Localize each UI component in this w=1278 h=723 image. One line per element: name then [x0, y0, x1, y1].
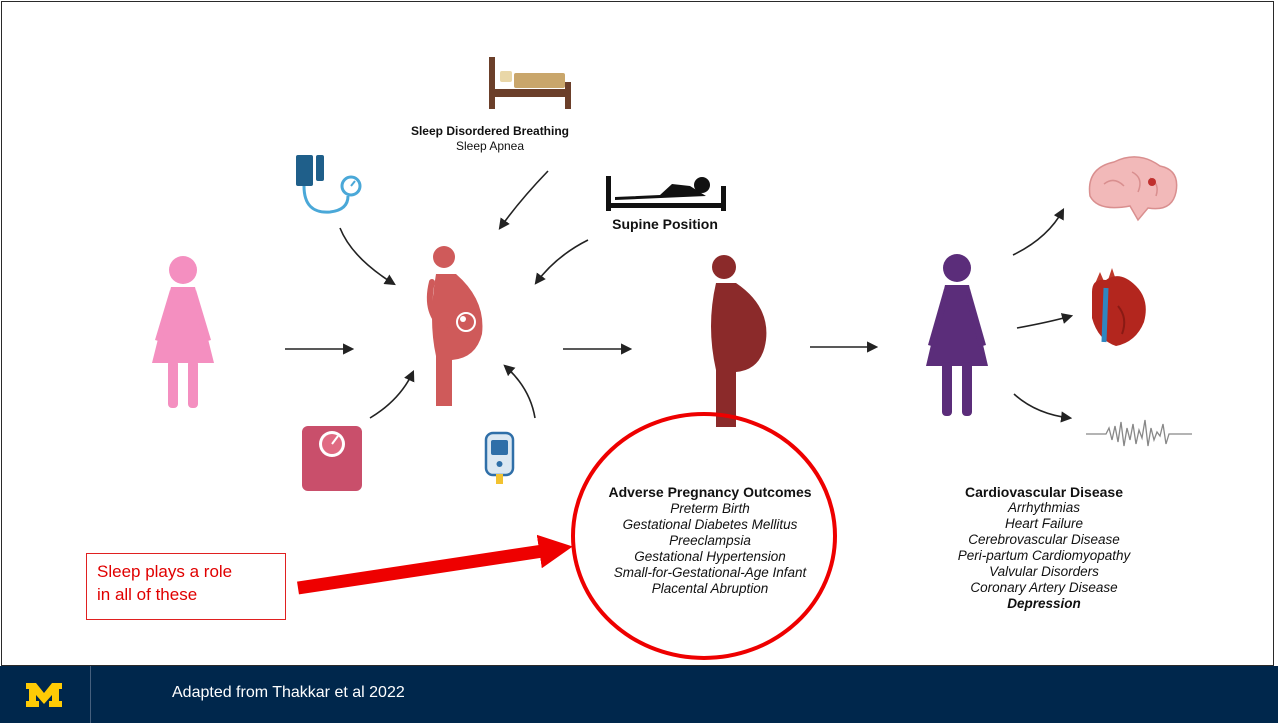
weight-scale-icon — [302, 426, 362, 491]
ecg-waveform-icon — [1086, 419, 1192, 447]
apo-item: Placental Abruption — [651, 581, 769, 596]
apo-item: Gestational Hypertension — [634, 549, 786, 564]
sdb-title: Sleep Disordered Breathing — [410, 124, 570, 138]
apo-item: Preterm Birth — [670, 501, 750, 516]
apo-item: Preeclampsia — [669, 533, 751, 548]
blood-pressure-cuff-icon — [296, 155, 362, 214]
pregnant-figure-late — [711, 255, 767, 427]
cvd-item: Valvular Disorders — [989, 564, 1099, 579]
woman-figure-purple — [926, 254, 988, 416]
arrow-purple-to-heart — [1016, 313, 1074, 329]
adverse-pregnancy-outcomes: Adverse Pregnancy Outcomes Preterm Birth… — [590, 484, 830, 597]
arrow-glucose-to-pregnant — [503, 364, 536, 419]
diagram-canvas — [152, 57, 1192, 660]
arrow-purple-to-ecg — [1013, 393, 1073, 423]
apo-item: Small-for-Gestational-Age Infant — [613, 565, 807, 580]
callout-arrow — [297, 534, 573, 595]
sdb-subtitle: Sleep Apnea — [455, 139, 525, 153]
pregnant-figure-early — [426, 246, 483, 406]
cardiovascular-disease: Cardiovascular Disease Arrhythmias Heart… — [924, 484, 1164, 612]
callout-box: Sleep plays a role in all of these — [86, 553, 286, 620]
brain-icon — [1088, 156, 1178, 222]
footer-bar: Adapted from Thakkar et al 2022 — [0, 666, 1278, 723]
arrow-bed-to-pregnant — [498, 170, 549, 230]
apo-item: Gestational Diabetes Mellitus — [622, 517, 798, 532]
arrow-supine-to-pregnant — [534, 239, 589, 285]
cvd-item: Coronary Artery Disease — [970, 580, 1118, 595]
footer-divider — [90, 666, 91, 723]
supine-sleeper-icon — [606, 176, 726, 211]
woman-figure-pink — [152, 256, 214, 408]
apo-title: Adverse Pregnancy Outcomes — [608, 484, 812, 500]
cvd-item: Cerebrovascular Disease — [968, 532, 1120, 547]
cvd-item: Arrhythmias — [1007, 500, 1080, 515]
cvd-title: Cardiovascular Disease — [965, 484, 1123, 500]
highlight-ellipse — [571, 412, 837, 660]
bed-icon — [489, 57, 571, 109]
arrow-purple-to-brain — [1012, 208, 1065, 256]
callout-line-2: in all of these — [97, 585, 198, 604]
footer-credit: Adapted from Thakkar et al 2022 — [172, 684, 405, 701]
cvd-item: Heart Failure — [1004, 516, 1084, 531]
block-m-logo — [26, 683, 62, 707]
arrow-scale-to-pregnant — [369, 369, 415, 419]
callout-line-1: Sleep plays a role — [97, 562, 233, 581]
supine-position-label: Supine Position — [612, 216, 718, 232]
glucose-meter-icon — [484, 431, 515, 484]
cvd-item: Peri-partum Cardiomyopathy — [957, 548, 1131, 563]
cvd-item-depression: Depression — [1007, 596, 1081, 611]
connector-arrows — [285, 170, 1074, 423]
slide-frame — [1, 1, 1274, 666]
arrow-bp-to-pregnant — [339, 227, 396, 286]
heart-icon — [1092, 268, 1146, 346]
